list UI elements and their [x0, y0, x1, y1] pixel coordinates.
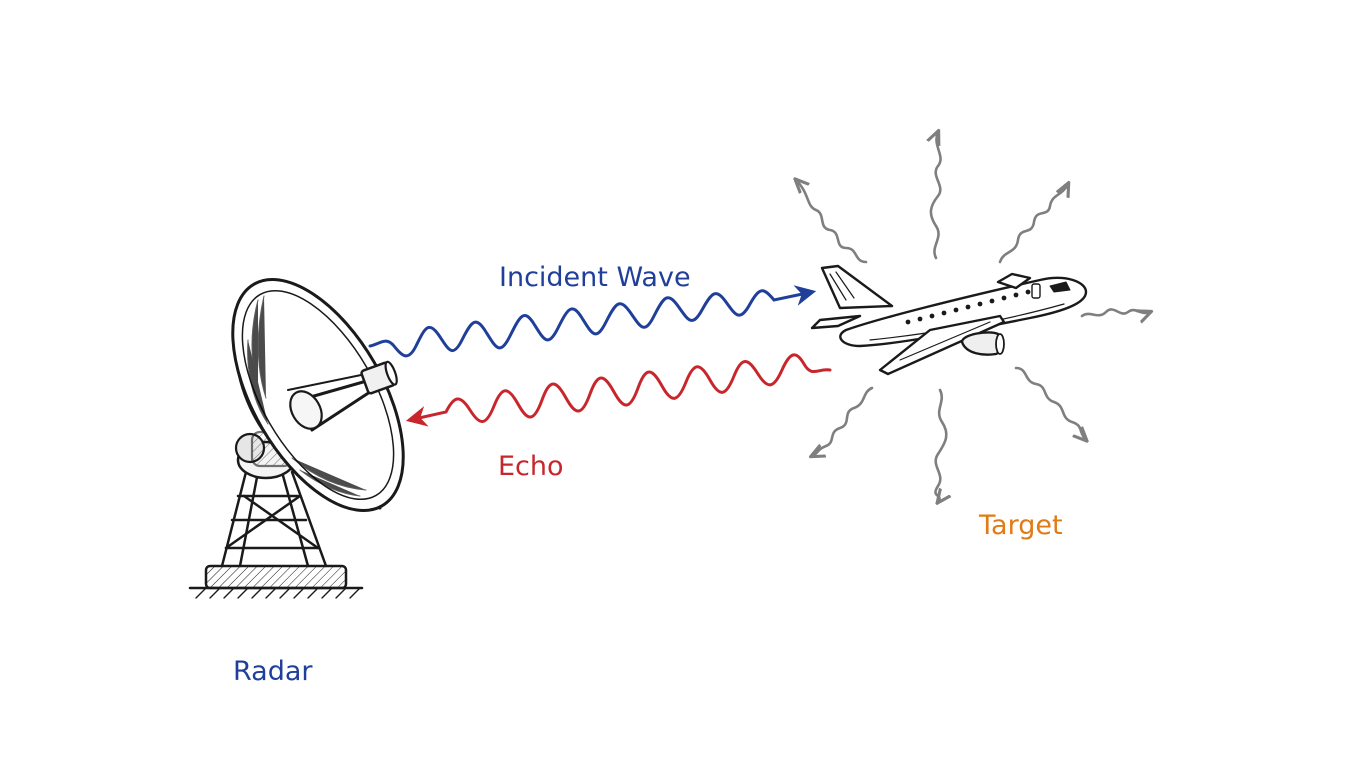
airplane-icon — [810, 264, 1088, 376]
target-label: Target — [979, 510, 1063, 541]
radar-label: Radar — [233, 656, 313, 687]
incident-wave-arrow — [368, 285, 817, 358]
echo-wave-arrow — [405, 353, 832, 427]
radar-dish-icon — [188, 277, 405, 599]
incident-wave-label: Incident Wave — [499, 262, 691, 293]
echo-label: Echo — [498, 451, 564, 482]
scattered-waves — [796, 132, 1150, 502]
